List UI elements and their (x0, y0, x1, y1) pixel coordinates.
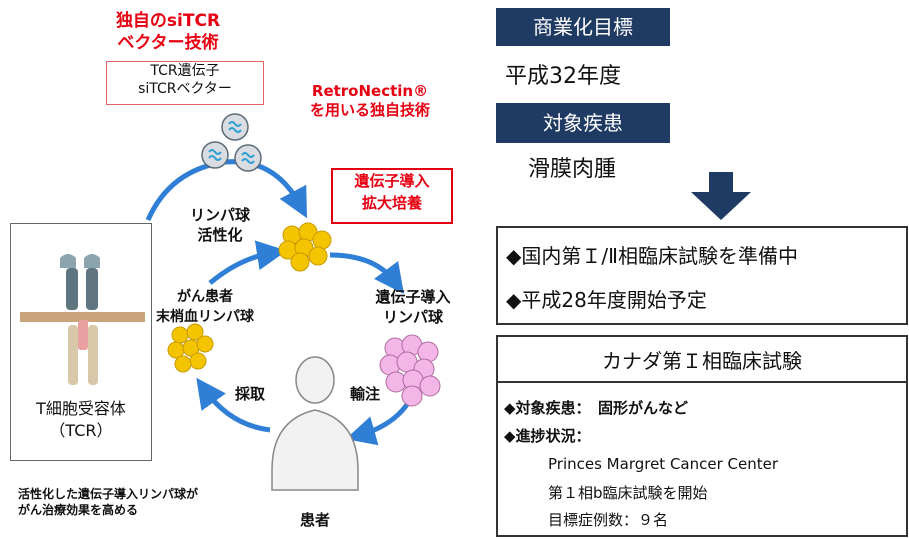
culture-line1: 遺伝子導入 (354, 172, 430, 190)
patient-blood-label: がん患者 末梢血リンパ球 (150, 287, 260, 327)
culture-box: 遺伝子導入 拡大培養 (331, 168, 453, 224)
activated-lymphocyte-cluster (278, 222, 332, 272)
sitcr-title-line1: 独自のsiTCR (115, 11, 221, 31)
retronectin-line2: を用いる独自技術 (309, 101, 430, 119)
footnote: 活性化した遺伝子導入リンパ球が がん治療効果を高める (18, 486, 268, 518)
transduced-label: 遺伝子導入 リンパ球 (358, 287, 468, 327)
patient-label: 患者 (299, 511, 330, 529)
activation-label: リンパ球 活性化 (180, 205, 260, 245)
tcr-label-line1: T細胞受容体 (36, 399, 126, 418)
transduced-lymphocyte-cluster (379, 334, 441, 407)
infuse-label: 輸注 (349, 385, 380, 403)
cycle-diagram (20, 113, 441, 491)
arrow-collect (196, 377, 271, 433)
tcr-label-line2: （TCR） (49, 421, 113, 440)
down-arrow-icon (691, 172, 751, 220)
disease-label: 対象疾患 (496, 103, 670, 143)
canada-line-phase: 第１相b臨床試験を開始 (548, 484, 708, 502)
commercial-value: 平成32年度 (505, 64, 621, 89)
domestic-bullet-1: ◆国内第Ｉ/Ⅱ相臨床試験を準備中 (506, 244, 798, 268)
arrow-patient-to-activation (208, 240, 287, 285)
patient-blood-line2: 末梢血リンパ球 (156, 309, 254, 325)
vector-label-box: TCR遺伝子 siTCRベクター (106, 61, 264, 105)
patient-figure (271, 356, 359, 491)
footnote-line1: 活性化した遺伝子導入リンパ球が (18, 487, 199, 501)
culture-line2: 拡大培養 (361, 194, 422, 212)
retronectin-line1: RetroNectin® (311, 82, 429, 100)
arrow-infuse (345, 398, 413, 446)
domestic-trial-box: ◆国内第Ｉ/Ⅱ相臨床試験を準備中 ◆平成28年度開始予定 (496, 226, 908, 325)
collect-label: 採取 (234, 385, 265, 403)
vector-label-line1: TCR遺伝子 (150, 63, 220, 79)
canada-line-center: Princes Margret Cancer Center (548, 455, 779, 473)
tcr-label: T細胞受容体 （TCR） (12, 398, 150, 442)
canada-line-progress: ◆進捗状況： (504, 427, 591, 445)
virus-icon (201, 113, 262, 172)
domestic-bullet-2: ◆平成28年度開始予定 (506, 288, 707, 312)
patient-blood-line1: がん患者 (177, 289, 233, 305)
canada-trial-box: カナダ第Ｉ相臨床試験 ◆対象疾患： 固形がんなど ◆進捗状況： Princes … (496, 335, 908, 537)
arrow-activation-to-transduced (329, 252, 404, 295)
canada-divider (498, 381, 906, 383)
tcr-receptor-icon (20, 254, 145, 385)
canada-title: カナダ第Ｉ相臨床試験 (602, 349, 802, 373)
commercial-label: 商業化目標 (496, 8, 670, 46)
patient-lymphocyte-cluster (167, 323, 214, 373)
vector-label-line2: siTCRベクター (138, 81, 232, 97)
transduced-line1: 遺伝子導入 (375, 288, 451, 306)
retronectin-label: RetroNectin® を用いる独自技術 (275, 82, 465, 120)
sitcr-title-line2: ベクター技術 (117, 33, 219, 53)
canada-line-disease: ◆対象疾患： 固形がんなど (504, 399, 689, 417)
disease-value: 滑膜肉腫 (528, 157, 617, 182)
footnote-line2: がん治療効果を高める (18, 503, 139, 517)
canada-line-target: 目標症例数：９名 (548, 511, 669, 529)
activation-line2: 活性化 (197, 226, 243, 244)
transduced-line2: リンパ球 (382, 308, 443, 326)
activation-line1: リンパ球 (189, 206, 250, 224)
sitcr-title: 独自のsiTCR ベクター技術 (88, 10, 248, 54)
